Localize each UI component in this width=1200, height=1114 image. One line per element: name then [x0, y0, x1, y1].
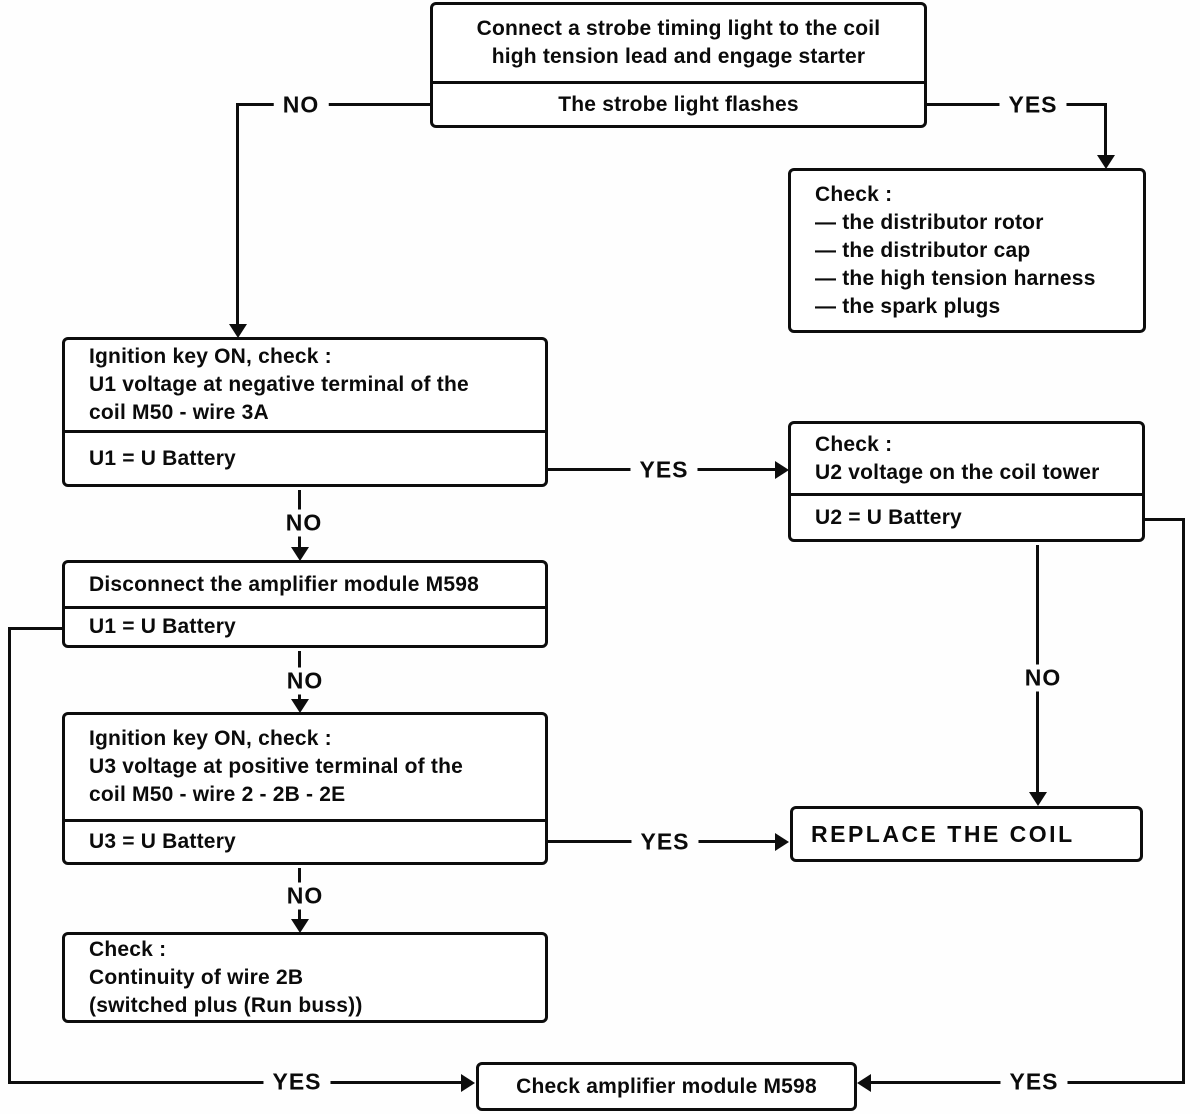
disconnect-section: Disconnect the amplifier module M598: [65, 563, 545, 606]
amplifier-module-text: Check amplifier module M598: [516, 1074, 817, 1098]
arrowhead-into-u1-check: [229, 324, 247, 338]
u3-check-section: Ignition key ON, check : U3 voltage at p…: [65, 715, 545, 819]
connector-right-edge-v: [1182, 518, 1185, 1084]
u3-result-section: U3 = U Battery: [65, 819, 545, 862]
u3-check-line1: Ignition key ON, check :: [89, 727, 332, 750]
arrowhead-into-replace-coil-left: [775, 833, 789, 851]
u2-check-line1: Check :: [815, 432, 893, 456]
node-continuity-check: Check : Continuity of wire 2B (switched …: [62, 932, 548, 1023]
label-no-disconnect: NO: [277, 667, 333, 695]
secondary-check-item: — the high tension harness: [815, 266, 1096, 290]
arrowhead-into-amplifier-left: [461, 1074, 475, 1092]
node-replace-coil: REPLACE THE COIL: [790, 806, 1143, 862]
u2-result-section: U2 = U Battery: [791, 493, 1142, 539]
node-strobe-test: Connect a strobe timing light to the coi…: [430, 2, 927, 128]
node-disconnect-amplifier: Disconnect the amplifier module M598 U1 …: [62, 560, 548, 648]
u1-check-line1: Ignition key ON, check :: [89, 345, 332, 368]
u2-result-text: U2 = U Battery: [815, 505, 962, 529]
label-yes-bottom-left: YES: [263, 1068, 331, 1096]
connector-disconnect-left-h: [10, 627, 62, 630]
u1-result-text: U1 = U Battery: [89, 446, 236, 470]
secondary-check-item: — the spark plugs: [815, 294, 1001, 318]
amplifier-module-section: Check amplifier module M598: [479, 1065, 854, 1108]
u2-check-section: Check : U2 voltage on the coil tower: [791, 424, 1142, 493]
arrowhead-into-amplifier-right: [857, 1074, 871, 1092]
secondary-check-title: Check :: [815, 182, 893, 206]
disconnect-result-section: U1 = U Battery: [65, 606, 545, 645]
connector-no-strobe-h: [237, 103, 430, 106]
strobe-result-text: The strobe light flashes: [558, 92, 799, 116]
label-yes-u3: YES: [631, 828, 699, 856]
label-yes-bottom-right: YES: [1000, 1068, 1068, 1096]
u1-check-section: Ignition key ON, check : U1 voltage at n…: [65, 340, 545, 430]
label-yes-u1: YES: [630, 456, 698, 484]
connector-left-edge-v: [8, 627, 11, 1084]
u1-check-line3: coil M50 - wire 3A: [89, 401, 269, 424]
continuity-line1: Check :: [89, 937, 167, 961]
arrowhead-into-secondary-check: [1097, 155, 1115, 169]
label-no-u2: NO: [1015, 664, 1071, 692]
replace-coil-text: REPLACE THE COIL: [811, 821, 1075, 847]
arrowhead-into-replace-coil-top: [1029, 792, 1047, 806]
u3-check-line3: coil M50 - wire 2 - 2B - 2E: [89, 783, 346, 806]
disconnect-text: Disconnect the amplifier module M598: [89, 572, 479, 596]
label-no-strobe: NO: [273, 91, 329, 119]
continuity-check-section: Check : Continuity of wire 2B (switched …: [65, 935, 545, 1020]
connector-yes-u2-h: [1144, 518, 1185, 521]
secondary-check-section: Check : — the distributor rotor — the di…: [791, 171, 1143, 330]
arrowhead-into-continuity-check: [291, 919, 309, 933]
connector-yes-strobe-v: [1104, 103, 1107, 158]
node-check-amplifier-module: Check amplifier module M598: [476, 1062, 857, 1111]
connector-no-strobe-v: [236, 103, 239, 327]
arrowhead-into-disconnect: [291, 547, 309, 561]
strobe-result-section: The strobe light flashes: [433, 81, 924, 125]
strobe-action-line1: Connect a strobe timing light to the coi…: [476, 17, 881, 40]
continuity-line3: (switched plus (Run buss)): [89, 993, 363, 1017]
connector-yes-bottom-left-h: [8, 1081, 462, 1084]
u2-check-line2: U2 voltage on the coil tower: [815, 460, 1100, 484]
u3-check-line2: U3 voltage at positive terminal of the: [89, 755, 464, 778]
u3-result-text: U3 = U Battery: [89, 830, 236, 853]
label-no-u3: NO: [277, 882, 333, 910]
replace-coil-section: REPLACE THE COIL: [793, 809, 1140, 859]
u1-check-line2: U1 voltage at negative terminal of the: [89, 373, 469, 396]
label-no-u1: NO: [276, 509, 332, 537]
u1-result-section: U1 = U Battery: [65, 430, 545, 484]
node-u1-check: Ignition key ON, check : U1 voltage at n…: [62, 337, 548, 487]
node-secondary-check: Check : — the distributor rotor — the di…: [788, 168, 1146, 333]
secondary-check-item: — the distributor cap: [815, 238, 1031, 262]
disconnect-result-text: U1 = U Battery: [89, 615, 236, 638]
strobe-action-section: Connect a strobe timing light to the coi…: [433, 5, 924, 81]
node-u2-check: Check : U2 voltage on the coil tower U2 …: [788, 421, 1145, 542]
continuity-line2: Continuity of wire 2B: [89, 965, 304, 989]
arrowhead-into-u2-check: [775, 461, 789, 479]
node-u3-check: Ignition key ON, check : U3 voltage at p…: [62, 712, 548, 865]
secondary-check-item: — the distributor rotor: [815, 210, 1044, 234]
arrowhead-into-u3-check: [291, 699, 309, 713]
strobe-action-line2: high tension lead and engage starter: [491, 45, 866, 68]
label-yes-strobe: YES: [999, 91, 1067, 119]
